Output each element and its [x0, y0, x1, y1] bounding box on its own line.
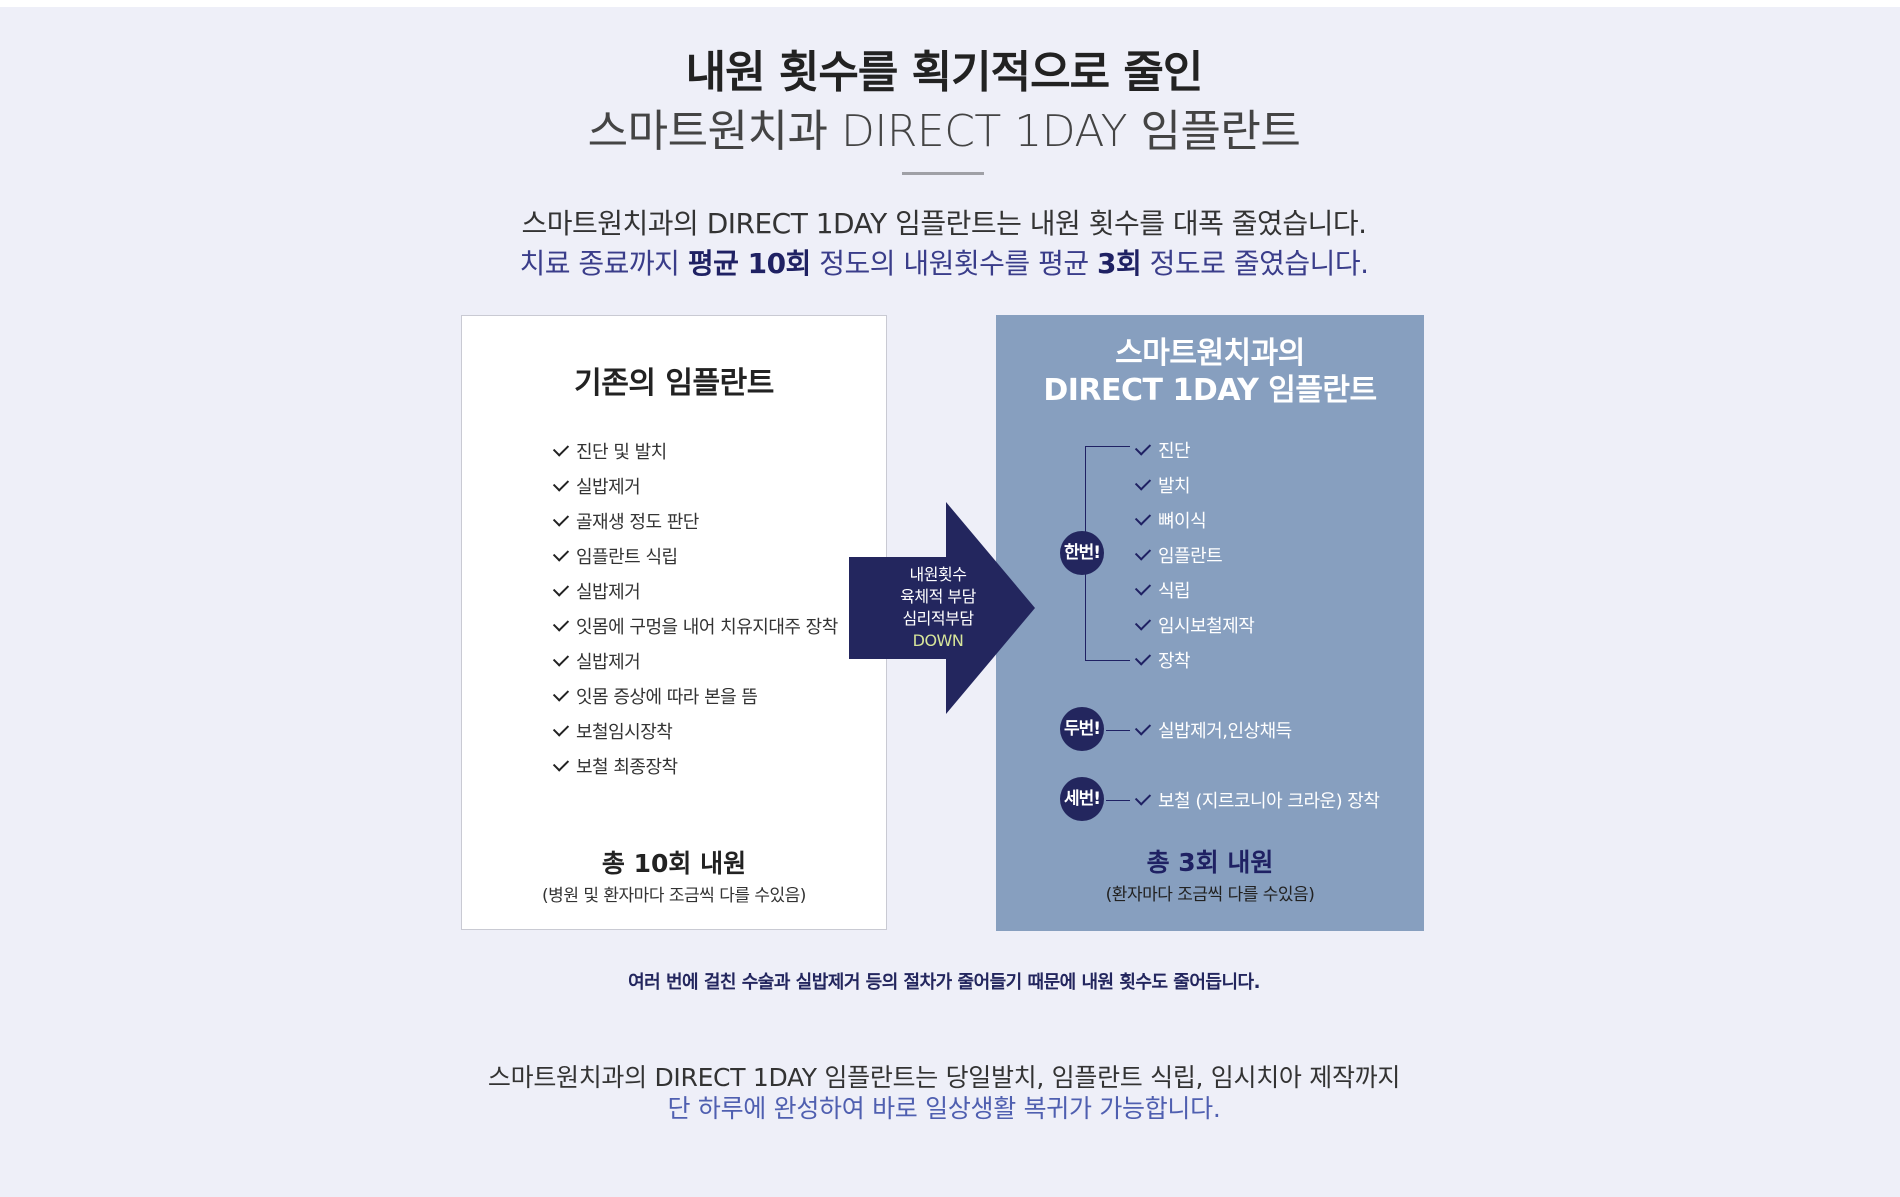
- step-item: 잇몸 증상에 따라 본을 뜸: [552, 683, 758, 709]
- check-icon: [552, 615, 570, 632]
- check-icon: [552, 755, 570, 772]
- conventional-total: 총 10회 내원: [601, 849, 747, 878]
- direct-1day-note: (환자마다 조금씩 다를 수있음): [1105, 885, 1315, 905]
- conventional-title: 기존의 임플란트: [574, 366, 774, 401]
- step-label: 실밥제거: [576, 652, 641, 673]
- step-item: 장착: [1134, 647, 1191, 673]
- title-line: 스마트원치과의: [1115, 336, 1305, 371]
- intro-line-1: 스마트원치과의 DIRECT 1DAY 임플란트는 내원 횟수를 대폭 줄였습니…: [521, 207, 1367, 240]
- divider: [902, 172, 984, 175]
- footnote: 여러 번에 걸친 수술과 실밥제거 등의 절차가 줄어들기 때문에 내원 횟수도…: [628, 972, 1260, 993]
- title-line: DIRECT 1DAY 임플란트: [1043, 373, 1377, 408]
- step-item: 식립: [1134, 577, 1191, 603]
- check-icon: [1134, 789, 1152, 806]
- step-item: 진단: [1134, 437, 1191, 463]
- check-icon: [1134, 509, 1152, 526]
- step-item: 뼈이식: [1134, 507, 1207, 533]
- arrow-text-line: 내원횟수: [909, 565, 967, 584]
- conventional-note: (병원 및 환자마다 조금씩 다를 수있음): [542, 886, 806, 906]
- check-icon: [1134, 649, 1152, 666]
- step-label: 실밥제거,인상채득: [1158, 721, 1292, 742]
- step-item: 골재생 정도 판단: [552, 508, 699, 534]
- step-label: 잇몸 증상에 따라 본을 뜸: [576, 687, 758, 708]
- visit-2-badge: 두번!: [1060, 707, 1104, 751]
- arrow-text-line: 육체적 부담: [900, 587, 976, 606]
- check-icon: [552, 510, 570, 527]
- top-bar: [0, 0, 1900, 7]
- step-item: 보철 최종장착: [552, 753, 678, 779]
- intro-text: 정도의 내원횟수를 평균: [810, 247, 1098, 280]
- step-label: 실밥제거: [576, 582, 641, 603]
- visit-3-badge: 세번!: [1060, 777, 1104, 821]
- outro-line-1: 스마트원치과의 DIRECT 1DAY 임플란트는 당일발치, 임플란트 식립,…: [487, 1063, 1401, 1092]
- connector-line: [1106, 730, 1130, 731]
- step-label: 골재생 정도 판단: [576, 512, 699, 533]
- step-label: 보철임시장착: [576, 722, 673, 743]
- connector-line: [1106, 800, 1130, 801]
- check-icon: [552, 440, 570, 457]
- check-icon: [1134, 579, 1152, 596]
- step-item: 실밥제거: [552, 648, 641, 674]
- check-icon: [1134, 474, 1152, 491]
- step-item: 실밥제거,인상채득: [1134, 717, 1292, 743]
- check-icon: [552, 720, 570, 737]
- step-label: 식립: [1158, 581, 1191, 602]
- step-label: 뼈이식: [1158, 511, 1207, 532]
- intro-highlight-10: 평균 10회: [687, 247, 812, 280]
- step-label: 장착: [1158, 651, 1191, 672]
- check-icon: [552, 545, 570, 562]
- reduction-arrow-icon: [849, 502, 1035, 714]
- step-label: 진단: [1158, 441, 1191, 462]
- check-icon: [552, 475, 570, 492]
- step-item: 임플란트: [1134, 542, 1223, 568]
- step-item: 진단 및 발치: [552, 438, 667, 464]
- outro-line-2: 단 하루에 완성하여 바로 일상생활 복귀가 가능합니다.: [667, 1094, 1221, 1123]
- arrow-label: 내원횟수 육체적 부담 심리적부담 DOWN: [888, 564, 988, 652]
- bracket-line: [1085, 660, 1130, 661]
- intro-line-2: 치료 종료까지 평균 10회 정도의 내원횟수를 평균 3회 정도로 줄였습니다…: [0, 242, 1888, 282]
- step-label: 진단 및 발치: [576, 442, 667, 463]
- step-label: 임시보철제작: [1158, 616, 1255, 637]
- step-item: 임시보철제작: [1134, 612, 1255, 638]
- step-label: 보철 최종장착: [576, 757, 678, 778]
- step-item: 임플란트 식립: [552, 543, 678, 569]
- visit-1-badge: 한번!: [1060, 531, 1104, 575]
- conventional-implant-card: 기존의 임플란트 진단 및 발치 실밥제거 골재생 정도 판단 임플란트 식립 …: [461, 315, 887, 930]
- step-item: 발치: [1134, 472, 1191, 498]
- check-icon: [1134, 614, 1152, 631]
- step-item: 실밥제거: [552, 473, 641, 499]
- bracket-line: [1085, 446, 1130, 447]
- step-label: 임플란트: [1158, 546, 1223, 567]
- check-icon: [1134, 544, 1152, 561]
- direct-1day-title: 스마트원치과의 DIRECT 1DAY 임플란트: [996, 335, 1424, 409]
- hero-title: 내원 횟수를 획기적으로 줄인: [685, 47, 1204, 98]
- direct-1day-total: 총 3회 내원: [1146, 848, 1274, 877]
- intro-highlight-3: 3회: [1097, 247, 1142, 280]
- step-item: 실밥제거: [552, 578, 641, 604]
- arrow-down-label: DOWN: [912, 631, 964, 650]
- check-icon: [1134, 439, 1152, 456]
- step-label: 보철 (지르코니아 크라운) 장착: [1158, 791, 1380, 812]
- step-label: 임플란트 식립: [576, 547, 678, 568]
- hero-subtitle: 스마트원치과 DIRECT 1DAY 임플란트: [587, 106, 1301, 157]
- check-icon: [1134, 719, 1152, 736]
- step-label: 잇몸에 구멍을 내어 치유지대주 장착: [576, 617, 838, 638]
- check-icon: [552, 650, 570, 667]
- arrow-text-line: 심리적부담: [902, 609, 974, 628]
- step-item: 잇몸에 구멍을 내어 치유지대주 장착: [552, 613, 838, 639]
- step-item: 보철임시장착: [552, 718, 673, 744]
- step-label: 실밥제거: [576, 477, 641, 498]
- intro-text: 치료 종료까지: [519, 247, 688, 280]
- check-icon: [552, 685, 570, 702]
- step-item: 보철 (지르코니아 크라운) 장착: [1134, 787, 1380, 813]
- direct-1day-card: 스마트원치과의 DIRECT 1DAY 임플란트 한번! 두번! 세번! 진단 …: [996, 315, 1424, 931]
- intro-text: 정도로 줄였습니다.: [1141, 247, 1369, 280]
- check-icon: [552, 580, 570, 597]
- step-label: 발치: [1158, 476, 1191, 497]
